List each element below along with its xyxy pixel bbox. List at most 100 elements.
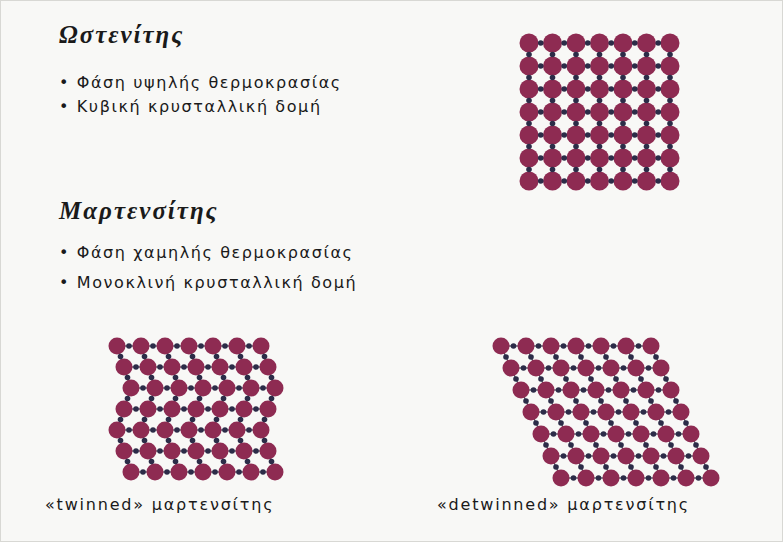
small-atom [597,121,603,127]
large-atom [543,103,562,122]
large-atom [567,103,586,122]
large-atom [567,57,586,76]
small-atom [538,63,544,69]
bullet-item: • Φάση χαμηλής θερμοκρασίας [59,243,354,262]
large-atom [678,470,695,487]
large-atom [661,126,680,145]
small-atom [593,442,599,448]
large-atom [219,380,236,397]
small-atom [149,396,155,402]
small-atom [190,417,196,423]
large-atom [614,172,633,191]
small-atom [214,438,220,444]
large-atom [633,426,650,443]
large-atom [212,359,229,376]
large-atom [618,338,635,355]
large-atom [188,359,205,376]
large-atom [543,80,562,99]
small-atom [526,121,532,127]
small-atom [174,343,180,349]
large-atom [628,360,645,377]
small-atom [528,354,534,360]
small-atom [585,155,591,161]
large-atom [637,34,656,53]
large-atom [563,382,580,399]
small-atom [663,376,669,382]
large-atom [520,80,539,99]
small-atom [212,469,218,475]
small-atom [260,385,266,391]
small-atom [686,453,692,459]
small-atom [157,364,163,370]
large-atom [653,470,670,487]
small-atom [246,343,252,349]
small-atom [164,385,170,391]
large-atom [267,380,284,397]
small-atom [513,376,519,382]
small-atom [197,396,203,402]
large-atom [648,404,665,421]
small-atom [576,431,582,437]
small-atom [620,167,626,173]
small-atom [133,406,139,412]
large-atom [558,426,575,443]
small-atom [222,427,228,433]
small-atom [667,167,673,173]
large-atom [613,382,630,399]
large-atom [188,443,205,460]
large-atom [147,464,164,481]
small-atom [561,63,567,69]
small-atom [628,354,634,360]
small-atom [150,427,156,433]
large-atom [578,470,595,487]
small-atom [667,121,673,127]
small-atom [573,167,579,173]
small-atom [573,52,579,58]
large-atom [663,382,680,399]
small-atom [608,40,614,46]
large-atom [157,422,174,439]
small-atom [596,475,602,481]
small-atom [573,398,579,404]
small-atom [245,375,251,381]
small-atom [253,364,259,370]
small-atom [550,75,556,81]
small-atom [550,144,556,150]
large-atom [171,464,188,481]
large-atom [243,464,260,481]
large-atom [133,338,150,355]
small-atom [526,75,532,81]
small-atom [558,420,564,426]
small-atom [646,365,652,371]
small-atom [533,420,539,426]
small-atom [229,406,235,412]
small-atom [190,354,196,360]
large-atom [229,422,246,439]
small-atom [651,431,657,437]
small-atom [238,354,244,360]
small-atom [538,40,544,46]
small-atom [632,178,638,184]
large-atom [614,103,633,122]
small-atom [620,98,626,104]
small-atom [157,448,163,454]
small-atom [632,132,638,138]
small-atom [550,52,556,58]
small-atom [260,469,266,475]
small-atom [641,409,647,415]
large-atom [188,401,205,418]
small-atom [536,343,542,349]
large-atom [520,126,539,145]
small-atom [586,343,592,349]
phase-heading: Ωστενίτης [59,21,184,49]
small-atom [608,178,614,184]
small-atom [126,427,132,433]
small-atom [608,420,614,426]
small-atom [658,420,664,426]
large-atom [195,380,212,397]
large-atom [598,404,615,421]
small-atom [190,438,196,444]
small-atom [606,387,612,393]
small-atom [125,375,131,381]
small-atom [543,442,549,448]
